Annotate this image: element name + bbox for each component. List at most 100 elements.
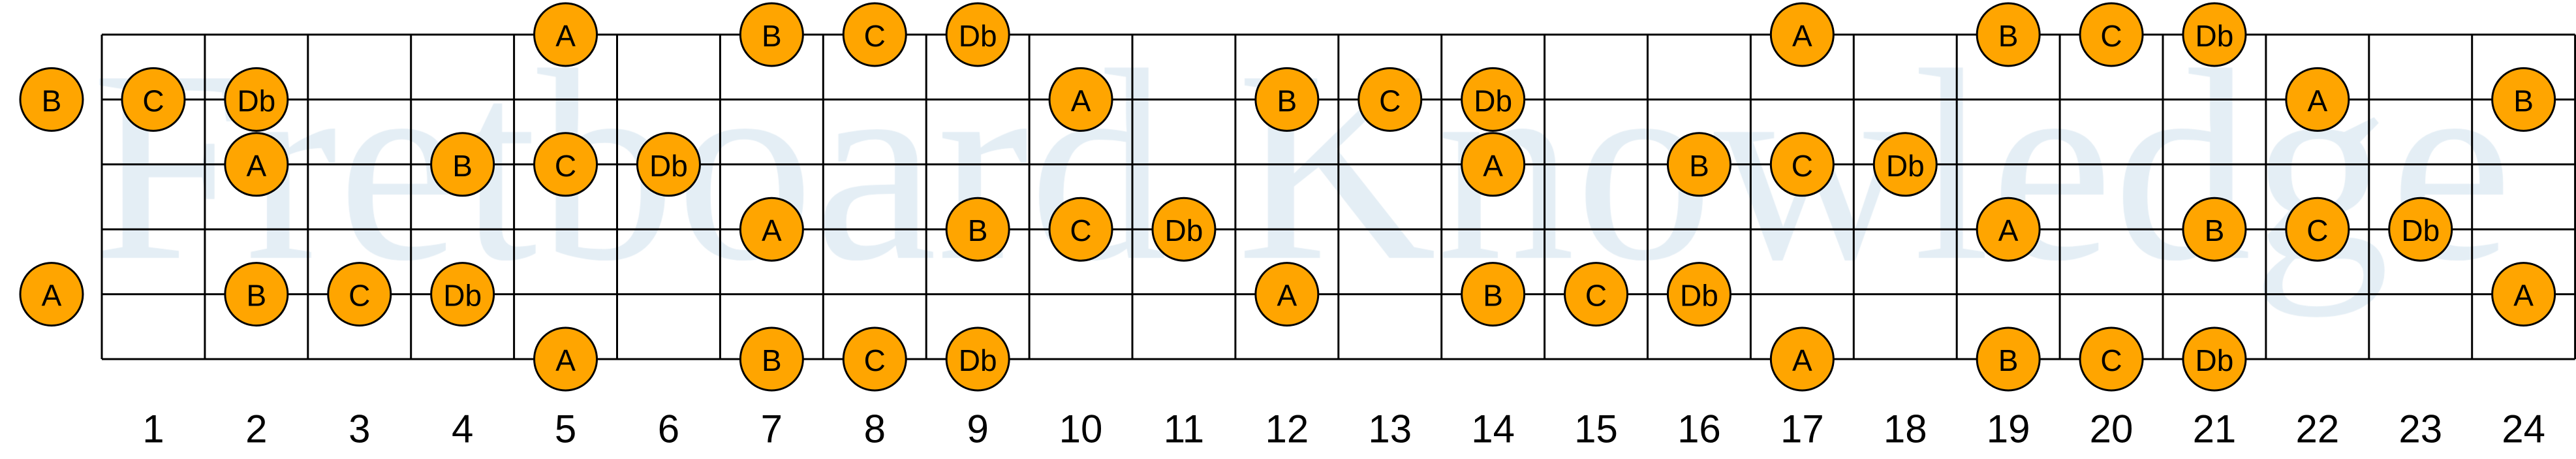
- note-label: Db: [443, 279, 482, 313]
- note-label: C: [1792, 149, 1813, 183]
- note-label: B: [1277, 84, 1297, 118]
- note-label: Db: [2401, 214, 2440, 247]
- note-marker: B: [1254, 67, 1320, 132]
- fret-number: 6: [658, 407, 679, 451]
- fret-number: 9: [967, 407, 988, 451]
- note-circle: [2388, 197, 2453, 262]
- fret-number: 10: [1059, 407, 1103, 451]
- note-circle: [19, 67, 84, 132]
- note-label: C: [1585, 279, 1607, 313]
- note-marker: C: [1358, 67, 1423, 132]
- note-marker: A: [2491, 262, 2556, 327]
- note-label: A: [555, 19, 576, 53]
- fret-number: 19: [1987, 407, 2030, 451]
- note-marker: C: [533, 132, 598, 197]
- note-label: B: [247, 279, 267, 313]
- note-label: Db: [2196, 343, 2234, 377]
- note-circle: [1976, 197, 2041, 262]
- note-circle: [2182, 197, 2247, 262]
- note-circle: [1872, 132, 1938, 197]
- note-marker: B: [1666, 132, 1731, 197]
- note-label: C: [1070, 214, 1091, 247]
- note-circle: [533, 132, 598, 197]
- note-marker: Db: [2182, 2, 2247, 67]
- note-circle: [1048, 197, 1113, 262]
- note-label: C: [864, 19, 886, 53]
- note-circle: [430, 262, 495, 327]
- note-label: A: [1792, 19, 1812, 53]
- note-circle: [2285, 197, 2350, 262]
- note-marker: Db: [945, 2, 1010, 67]
- note-marker: Db: [2182, 326, 2247, 392]
- note-label: A: [1071, 84, 1091, 118]
- note-marker: B: [430, 132, 495, 197]
- note-label: A: [2308, 84, 2328, 118]
- note-label: A: [1277, 279, 1297, 313]
- note-label: B: [42, 84, 62, 118]
- fret-number: 16: [1677, 407, 1721, 451]
- note-label: B: [2205, 214, 2225, 247]
- note-marker: B: [1976, 326, 2041, 392]
- note-marker: Db: [1872, 132, 1938, 197]
- note-marker: A: [2285, 67, 2350, 132]
- note-label: A: [1483, 149, 1503, 183]
- fret-number: 21: [2193, 407, 2237, 451]
- note-label: B: [452, 149, 473, 183]
- note-label: A: [247, 149, 267, 183]
- note-circle: [2182, 2, 2247, 67]
- note-circle: [1461, 67, 1526, 132]
- note-label: B: [762, 19, 782, 53]
- note-marker: B: [739, 2, 804, 67]
- note-circle: [842, 2, 907, 67]
- note-marker: C: [2285, 197, 2350, 262]
- note-marker: A: [533, 326, 598, 392]
- note-circle: [739, 326, 804, 392]
- note-label: Db: [1680, 279, 1718, 313]
- note-marker: Db: [636, 132, 701, 197]
- note-label: Db: [959, 343, 997, 377]
- fret-number: 2: [245, 407, 267, 451]
- fret-number: 18: [1884, 407, 1927, 451]
- note-label: C: [864, 343, 886, 377]
- fret-number: 23: [2398, 407, 2442, 451]
- note-marker: Db: [945, 326, 1010, 392]
- note-label: A: [2513, 279, 2534, 313]
- note-label: B: [1998, 19, 2019, 53]
- note-marker: A: [1976, 197, 2041, 262]
- note-label: C: [142, 84, 164, 118]
- note-circle: [224, 67, 289, 132]
- note-label: A: [762, 214, 782, 247]
- note-label: B: [762, 343, 782, 377]
- note-marker: Db: [1151, 197, 1217, 262]
- note-marker: A: [1769, 2, 1835, 67]
- note-circle: [2182, 326, 2247, 392]
- note-circle: [1461, 132, 1526, 197]
- note-circle: [2079, 326, 2144, 392]
- fret-number: 11: [1164, 407, 1204, 451]
- note-circle: [842, 326, 907, 392]
- note-marker: C: [1769, 132, 1835, 197]
- note-label: C: [2306, 214, 2328, 247]
- note-label: Db: [649, 149, 688, 183]
- note-marker: C: [1564, 262, 1629, 327]
- note-marker: B: [945, 197, 1010, 262]
- note-label: B: [1689, 149, 1709, 183]
- note-marker: C: [2079, 2, 2144, 67]
- note-marker: A: [224, 132, 289, 197]
- note-label: B: [968, 214, 988, 247]
- note-marker: C: [121, 67, 186, 132]
- note-circle: [2285, 67, 2350, 132]
- note-label: C: [1379, 84, 1401, 118]
- note-circle: [1358, 67, 1423, 132]
- note-marker: C: [2079, 326, 2144, 392]
- note-circle: [533, 2, 598, 67]
- note-label: A: [555, 343, 576, 377]
- note-circle: [1769, 326, 1835, 392]
- fret-number: 15: [1574, 407, 1618, 451]
- fret-number: 20: [2090, 407, 2134, 451]
- note-circle: [430, 132, 495, 197]
- note-circle: [224, 262, 289, 327]
- note-circle: [945, 2, 1010, 67]
